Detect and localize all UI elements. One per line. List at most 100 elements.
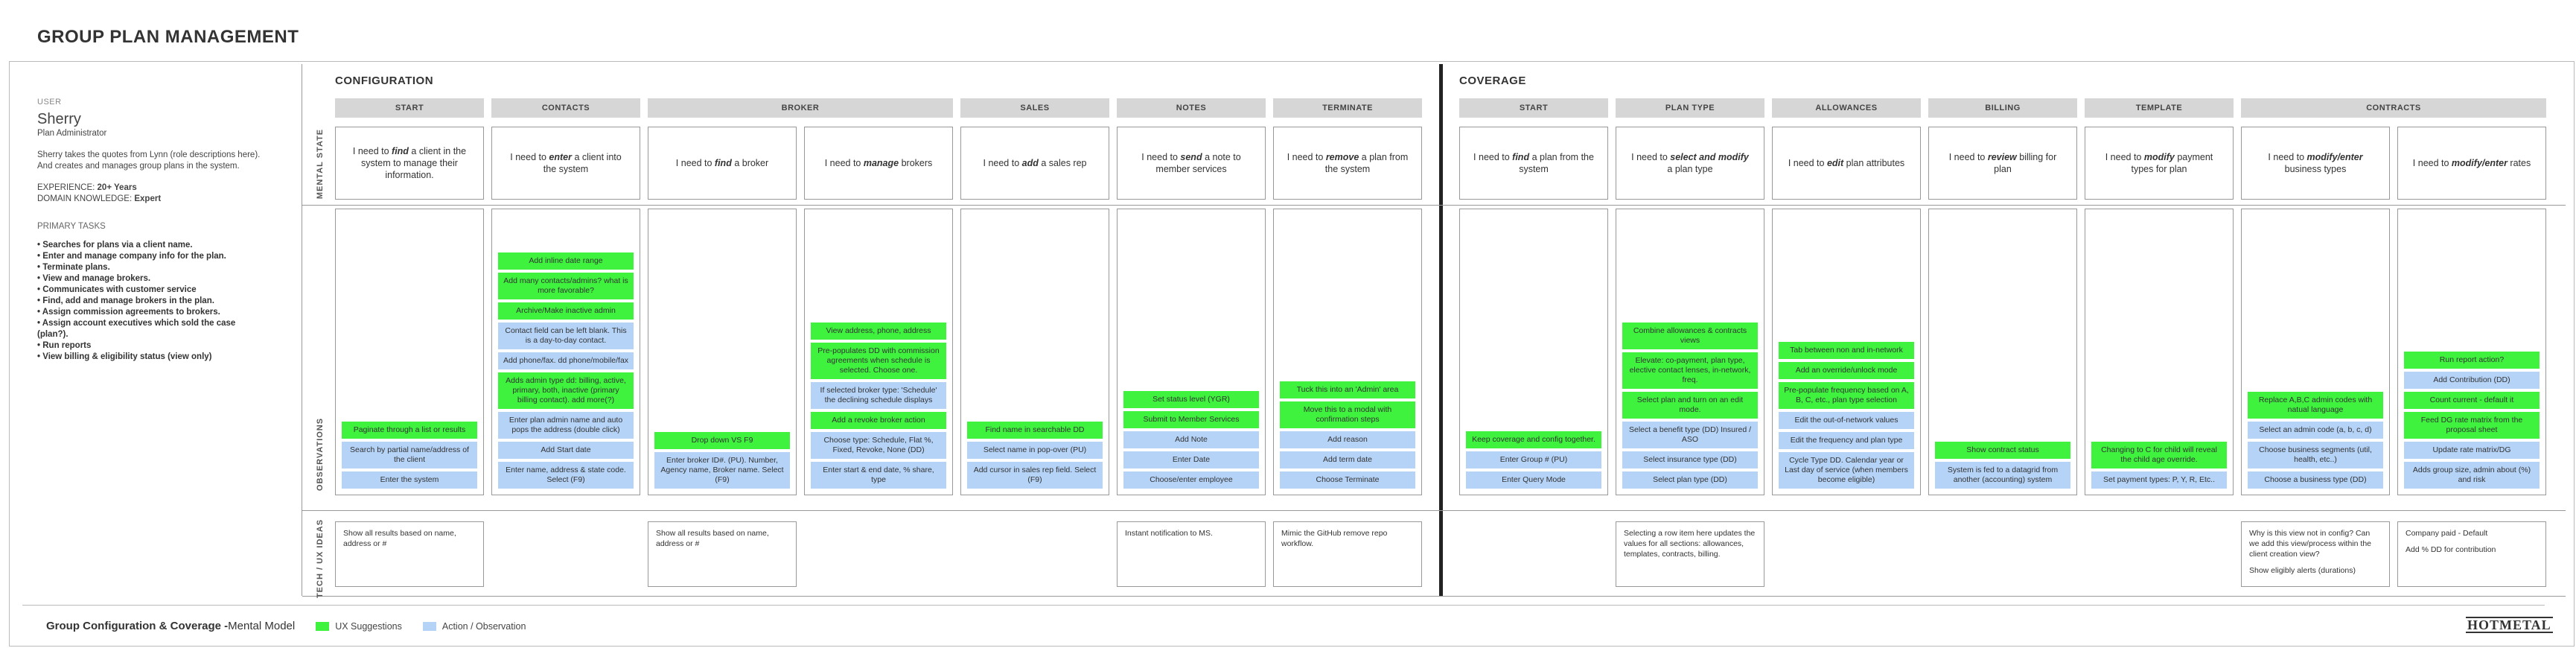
action-observation-card: Enter Query Mode: [1466, 471, 1601, 489]
mental-state-box: I need to remove a plan from the system: [1273, 127, 1422, 200]
colhead-billing: BILLING: [1928, 98, 2077, 118]
action-observation-card: Choose a business type (DD): [2248, 471, 2383, 489]
bullet-icon: •: [37, 296, 43, 305]
mental-state-verb: add: [1021, 158, 1039, 168]
domain-label: DOMAIN KNOWLEDGE:: [37, 194, 133, 203]
ux-suggestion-card: Find name in searchable DD: [967, 422, 1103, 439]
mental-state-prefix: I need to: [1141, 152, 1181, 162]
mental-state-text: I need to find a client in the system to…: [348, 145, 471, 181]
mental-state-verb: modify/enter: [2306, 152, 2363, 162]
tech-idea-text: Company paid - Default: [2406, 529, 2488, 538]
colhead-contacts: CONTACTS: [491, 98, 640, 118]
mental-state-verb: select and modify: [1670, 152, 1749, 162]
action-observation-card: Select plan type (DD): [1622, 471, 1758, 489]
mental-state-box: I need to find a broker: [648, 127, 797, 200]
domain-value: Expert: [134, 194, 162, 203]
bullet-icon: •: [37, 274, 43, 283]
mental-state-box: I need to modify/enter rates: [2397, 127, 2546, 200]
mental-state-suffix: a plan from the system: [1519, 152, 1597, 174]
legend-swatch-blue: [422, 621, 436, 631]
mental-state-suffix: a client in the system to manage their i…: [361, 146, 469, 180]
section-divider: [1439, 64, 1443, 597]
tech-idea-start: Show all results based on name, address …: [335, 521, 484, 587]
primary-task-item: • Assign account executives which sold t…: [37, 318, 268, 340]
action-observation-card: Choose/enter employee: [1123, 471, 1259, 489]
colhead-terminate: TERMINATE: [1273, 98, 1422, 118]
primary-task-text: View billing & eligibility status (view …: [42, 352, 212, 361]
action-observation-card: Add Note: [1123, 431, 1259, 448]
action-observation-card: Choose business segments (util, health, …: [2248, 442, 2383, 468]
mental-state-text: I need to edit plan attributes: [1788, 157, 1904, 169]
mental-state-verb: find: [392, 146, 409, 156]
primary-task-text: Assign commission agreements to brokers.: [42, 308, 220, 317]
mental-state-box: I need to edit plan attributes: [1772, 127, 1921, 200]
mental-state-text: I need to send a note to member services: [1129, 151, 1253, 175]
user-description: Sherry takes the quotes from Lynn (role …: [37, 150, 261, 171]
mental-state-verb: modify/enter: [2451, 158, 2508, 168]
primary-tasks-list: • Searches for plans via a client name.•…: [37, 240, 268, 363]
mental-state-verb: send: [1180, 152, 1202, 162]
colhead-broker: BROKER: [648, 98, 953, 118]
action-observation-card: Search by partial name/address of the cl…: [342, 442, 477, 468]
primary-task-text: View and manage brokers.: [42, 274, 151, 283]
mental-state-text: I need to manage brokers: [825, 157, 933, 169]
mental-state-suffix: a sales rep: [1038, 158, 1087, 168]
ux-suggestion-card: Select plan and turn on an edit mode.: [1622, 392, 1758, 419]
mental-state-box: I need to manage brokers: [804, 127, 953, 200]
ux-suggestion-card: Drop down VS F9: [654, 432, 790, 449]
mental-state-verb: find: [714, 158, 732, 168]
user-label: USER: [37, 98, 62, 107]
tech-idea-text: Instant notification to MS.: [1125, 529, 1213, 538]
mental-state-verb: enter: [549, 152, 572, 162]
footer-divider: [22, 605, 2545, 606]
primary-task-item: • Assign commission agreements to broker…: [37, 307, 268, 318]
row-divider: [302, 596, 2566, 597]
tech-idea-text: Selecting a row item here updates the va…: [1624, 529, 1756, 559]
primary-tasks-label: PRIMARY TASKS: [37, 222, 106, 231]
ux-suggestion-card: Submit to Member Services: [1123, 411, 1259, 428]
tech-idea-contracts-business: Why is this view not in config? Can we a…: [2241, 521, 2390, 587]
bullet-icon: •: [37, 285, 43, 294]
legend-swatch-green: [316, 621, 330, 631]
action-observation-card: Adds group size, admin about (%) and ris…: [2404, 462, 2540, 489]
action-observation-card: Contact field can be left blank. This is…: [498, 323, 634, 349]
bullet-icon: •: [37, 308, 42, 317]
mental-state-box: I need to send a note to member services: [1117, 127, 1266, 200]
mental-state-text: I need to find a plan from the system: [1472, 151, 1595, 175]
tech-idea-text: Why is this view not in config? Can we a…: [2249, 529, 2371, 559]
primary-task-text: Find, add and manage brokers in the plan…: [42, 296, 214, 305]
mental-state-verb: find: [1512, 152, 1530, 162]
mental-state-prefix: I need to: [1473, 152, 1513, 162]
ux-suggestion-card: Tab between non and in-network: [1779, 342, 1914, 359]
action-observation-card: Set payment types: P, Y, R, Etc..: [2091, 471, 2227, 489]
primary-task-item: • Terminate plans.: [37, 262, 268, 273]
experience-label: EXPERIENCE:: [37, 183, 95, 192]
mental-state-text: I need to find a broker: [676, 157, 768, 169]
ux-suggestion-card: Add inline date range: [498, 252, 634, 270]
action-observation-card: Add Contribution (DD): [2404, 372, 2540, 389]
footer-title-bold: Group Configuration & Coverage -: [46, 620, 229, 632]
row-divider: [302, 510, 2566, 511]
tech-idea-text: Show eligibly alerts (durations): [2249, 566, 2356, 575]
mental-state-verb: remove: [1325, 152, 1359, 162]
observation-column: Keep coverage and config together.Enter …: [1459, 209, 1608, 495]
tech-idea-text: Show all results based on name, address …: [656, 529, 769, 548]
ux-suggestion-card: Add many contacts/admins? what is more f…: [498, 273, 634, 299]
action-observation-card: Cycle Type DD. Calendar year or Last day…: [1779, 452, 1914, 489]
action-observation-card: Enter Date: [1123, 451, 1259, 468]
ux-suggestion-card: Pre-populates DD with commission agreeme…: [811, 343, 946, 379]
colhead-coverage-start: START: [1459, 98, 1608, 118]
footer-title: Mental Model: [228, 620, 296, 632]
ux-suggestion-card: Move this to a modal with confirmation s…: [1280, 401, 1415, 428]
ux-suggestion-card: Archive/Make inactive admin: [498, 302, 634, 320]
mental-state-box: I need to modify payment types for plan: [2085, 127, 2234, 200]
mental-state-box: I need to add a sales rep: [960, 127, 1109, 200]
action-observation-card: Choose Terminate: [1280, 471, 1415, 489]
ux-suggestion-card: Combine allowances & contracts views: [1622, 323, 1758, 349]
primary-task-text: Terminate plans.: [42, 263, 110, 272]
ux-suggestion-card: Show contract status: [1935, 442, 2070, 459]
